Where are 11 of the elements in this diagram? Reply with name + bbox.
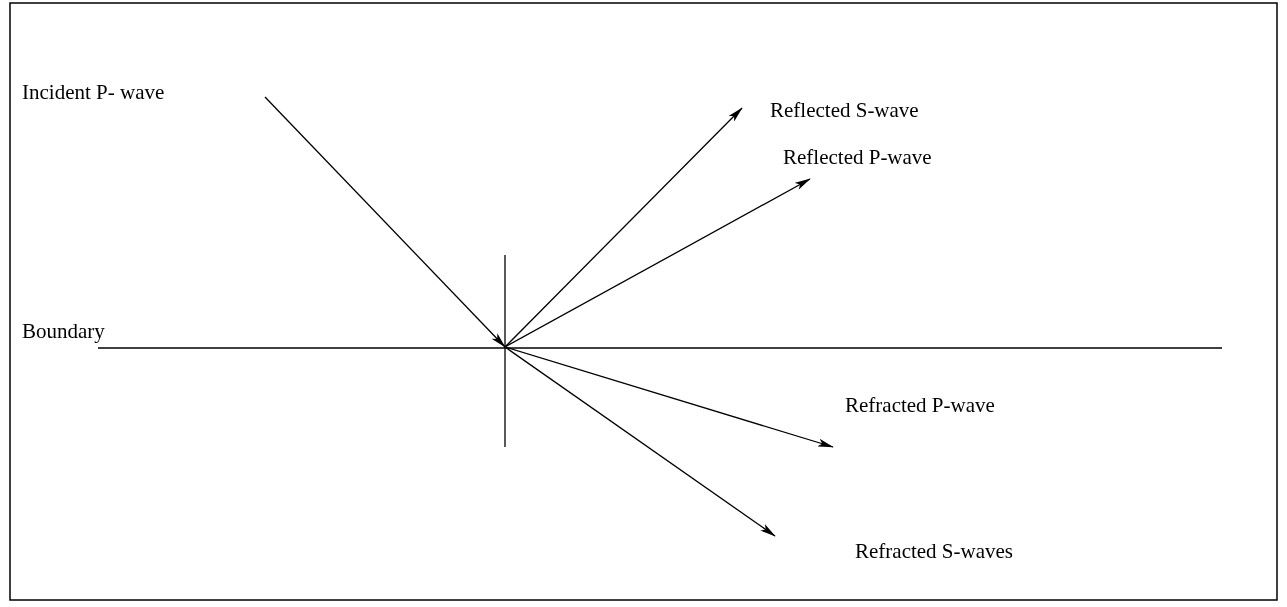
wave-label: Incident P- wave bbox=[22, 81, 165, 105]
wave-label: Reflected S-wave bbox=[770, 99, 919, 123]
boundary-label: Boundary bbox=[22, 320, 105, 344]
wave-label: Refracted S-waves bbox=[855, 540, 1013, 564]
wave-label: Reflected P-wave bbox=[783, 146, 932, 170]
ray-arrow bbox=[264, 96, 506, 348]
ray-arrow bbox=[504, 178, 811, 348]
wave-label: Refracted P-wave bbox=[845, 394, 995, 418]
ray-arrow bbox=[504, 346, 776, 537]
ray-arrow bbox=[504, 107, 743, 348]
ray-arrow bbox=[504, 346, 834, 448]
